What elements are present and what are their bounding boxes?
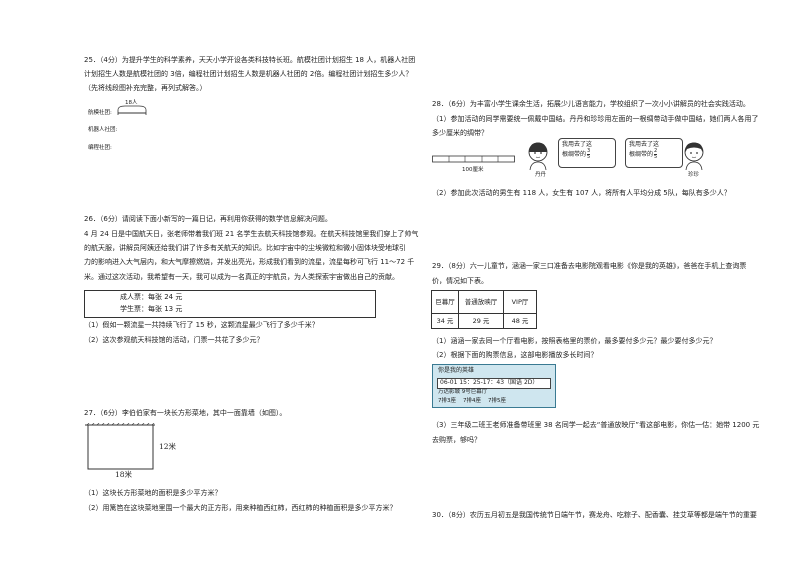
q29-cinema-hall: 万达影城 9号巨幕厅 <box>438 389 488 395</box>
dandan-bubble-line2: 根绸带的 3 5 <box>562 149 612 160</box>
q29-showtime-box: 06-01 15：25-17：43（国语 2D） <box>437 378 551 389</box>
q27-length-label: 18米 <box>115 470 133 479</box>
q25-line1: 25．（4分）为提升学生的科学素养，天天小学开设各类科技特长班。航模社团计划招生… <box>84 56 416 64</box>
dandan-bubble-line1: 我用去了这 <box>562 141 593 148</box>
q27-width-label: 12米 <box>159 442 177 451</box>
q26-ticket-box <box>84 290 376 318</box>
q29-price-cell: 29 元 <box>458 313 504 329</box>
q25-segment-bracket <box>117 105 147 115</box>
q28-ribbon-length: 100厘米 <box>462 167 484 173</box>
q29-hall-header: 巨幕厅 <box>431 290 459 314</box>
q26-sub2: （2）这次参观航天科技馆的活动，门票一共花了多少元？ <box>84 336 264 344</box>
dandan-fraction: 3 5 <box>587 148 591 161</box>
q29-sub1: （1）涵涵一家去同一个厅看电影，按照表格里的票价，最多要付多少元？最少要付多少元… <box>432 337 717 345</box>
dandan-girl-icon <box>528 142 548 170</box>
q25-row-coding: 编程社团: <box>88 145 112 151</box>
q29-showtime: 06-01 15：25-17：43（国语 2D） <box>440 379 539 386</box>
dandan-fraction-den: 5 <box>587 154 591 161</box>
q26-line1: 26．（6分）请阅读下面小新写的一篇日记，再利用你获得的数学信息解决问题。 <box>84 215 332 223</box>
q27-sub2: （2）用篱笆在这块菜地里围一个最大的正方形，用来种植西红柿，西红柿的种植面积是多… <box>84 504 397 512</box>
q28-sub1b: 多少厘米的绸带？ <box>432 129 488 137</box>
dandan-speech-bubble: 我用去了这 根绸带的 3 5 <box>558 138 616 168</box>
q29-ticket-card: 你是我的英雄 06-01 15：25-17：43（国语 2D） 万达影城 9号巨… <box>432 364 556 408</box>
q25-segment-label: 18人 <box>125 100 138 106</box>
q26-student-ticket: 学生票：每张 13 元 <box>120 305 183 313</box>
q29-price-cell: 34 元 <box>431 313 459 329</box>
dandan-bubble-text: 根绸带的 <box>562 150 587 158</box>
q29-sub2: （2）根据下面的购票信息，这部电影播放多长时间？ <box>432 351 598 359</box>
q30-line1: 30．（8分）农历五月初五是我国传统节日端午节，赛龙舟、吃粽子、配香囊、挂艾草等… <box>432 511 757 519</box>
zhenzhen-bubble-text: 根绸带的 <box>629 150 654 158</box>
q26-line4: 力的影响进入大气层内，和大气摩擦燃烧，并发出亮光，形成我们看到的流星，流星每秒可… <box>84 258 415 266</box>
q29-price-table: 巨幕厅 普通放映厅 VIP厅 34 元 29 元 48 元 <box>431 290 537 329</box>
q29-hall-header: 普通放映厅 <box>458 290 504 314</box>
q26-line5: 米。通过这次活动，我希望有一天，我可以成为一名真正的宇航员，为人类探索宇宙做出自… <box>84 273 399 281</box>
q25-row-robot: 机器人社团: <box>88 127 118 133</box>
q27-sub1: （1）这块长方形菜地的面积是多少平方米？ <box>84 489 222 497</box>
q28-sub1a: （1）参加活动的同学需要统一佩戴中国结。丹丹和珍珍用左面的一根绸带动手做中国结，… <box>432 115 759 123</box>
zhenzhen-bubble-line1: 我用去了这 <box>629 141 660 148</box>
zhenzhen-name: 珍珍 <box>688 172 700 178</box>
zhenzhen-girl-icon <box>684 142 704 170</box>
q29-movie-title: 你是我的英雄 <box>438 367 475 374</box>
q28-sub2: （2）参加此次活动的男生有 118 人，女生有 107 人，将所有人平均分成 5… <box>432 189 731 197</box>
zhenzhen-fraction: 2 5 <box>654 148 658 161</box>
q29-price-header-row: 巨幕厅 普通放映厅 VIP厅 <box>431 290 537 314</box>
q29-line2: 价，情况如下表。 <box>432 277 488 285</box>
q29-line1: 29．（8分）六一儿童节，涵涵一家三口准备去电影院观看电影《你是我的英雄》，爸爸… <box>432 262 747 270</box>
zhenzhen-speech-bubble: 我用去了这 根绸带的 2 5 <box>625 138 683 168</box>
q29-price-value-row: 34 元 29 元 48 元 <box>431 313 537 329</box>
q29-price-cell: 48 元 <box>503 313 537 329</box>
dandan-name: 丹丹 <box>535 172 547 178</box>
q29-sub3a: （3）三年级二班王老师准备带班里 38 名同学一起去“普通放映厅”看这部电影，你… <box>432 421 760 429</box>
q26-line2: 4 月 24 日是中国航天日，张老师带着我们班 21 名学生去航天科技馆参观。在… <box>84 230 419 238</box>
q29-hall-header: VIP厅 <box>503 290 537 314</box>
q29-seats: 7排3座 7排4座 7排5座 <box>438 398 506 404</box>
q27-line1: 27．（6分）李伯伯家有一块长方形菜地，其中一面靠墙（如图）。 <box>84 409 287 417</box>
q25-row-model: 航模社团: <box>88 110 112 116</box>
q25-line3: （先将线段图补充完整，再列式解答。） <box>84 84 207 92</box>
q28-ribbon-bar <box>432 155 515 163</box>
q26-adult-ticket: 成人票：每张 24 元 <box>120 293 183 301</box>
q27-garden-figure <box>85 423 155 470</box>
zhenzhen-bubble-line2: 根绸带的 2 5 <box>629 149 679 160</box>
q29-sub3b: 去购票，够吗？ <box>432 436 481 444</box>
q26-sub1: （1）假如一颗流星一共持续飞行了 15 秒，这颗流星最少飞行了多少千米？ <box>84 321 319 329</box>
zhenzhen-fraction-num: 2 <box>654 148 658 156</box>
q25-line2: 计划招生人数是航模社团的 3倍，编程社团计划招生人数是机器人社团的 2倍。编程社… <box>84 70 413 78</box>
q26-line3: 的航天服，讲解员阿姨还给我们讲了许多有关航天的知识。比如宇宙中的尘埃微粒和微小固… <box>84 244 406 252</box>
dandan-fraction-num: 3 <box>587 148 591 156</box>
q28-line1: 28．（6分）为丰富小学生课余生活，拓展少儿语言能力，学校组织了一次小小讲解员的… <box>432 100 750 108</box>
zhenzhen-fraction-den: 5 <box>654 154 658 161</box>
